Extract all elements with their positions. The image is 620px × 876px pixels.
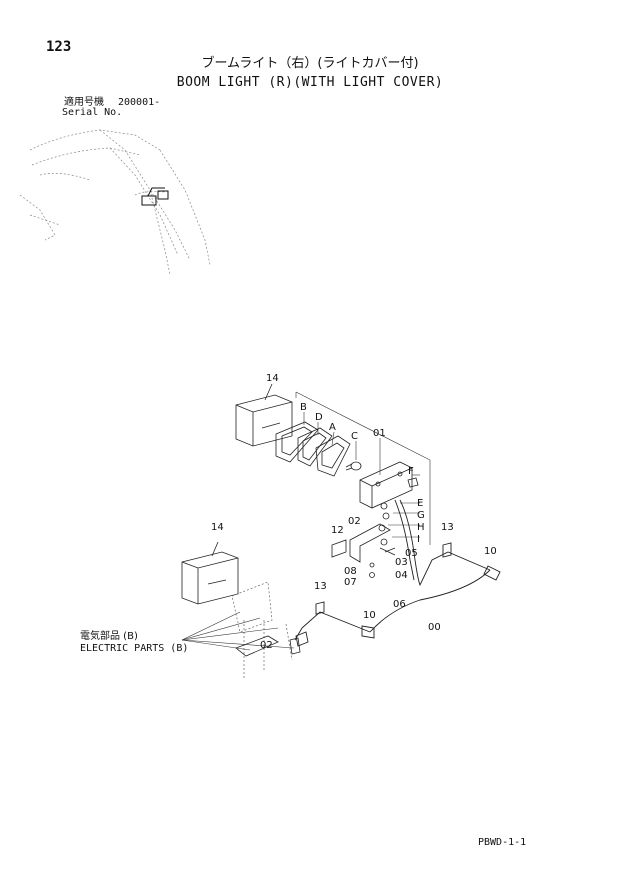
light-cover-top bbox=[235, 383, 293, 447]
callout-07: 07 bbox=[344, 577, 357, 588]
callout-d: D bbox=[315, 412, 323, 423]
callout-05: 05 bbox=[405, 548, 418, 559]
callout-a: A bbox=[329, 422, 336, 433]
callout-02-bottom: 02 bbox=[260, 640, 273, 651]
callout-e: E bbox=[417, 498, 423, 509]
serial-value: 200001- bbox=[118, 97, 161, 108]
callout-13-left: 13 bbox=[314, 581, 327, 592]
serial-label-english: Serial No. bbox=[62, 107, 123, 118]
callout-00: 00 bbox=[428, 622, 441, 633]
callout-03: 03 bbox=[395, 557, 408, 568]
callout-04: 04 bbox=[395, 570, 408, 581]
electric-parts-label-english: ELECTRIC PARTS (B) bbox=[80, 643, 189, 654]
overview-light-highlight bbox=[141, 187, 169, 206]
lens-d bbox=[297, 427, 333, 467]
lower-mount-sketch bbox=[231, 581, 293, 680]
light-housing bbox=[359, 461, 419, 509]
serial-label-japanese: 適用号機 bbox=[64, 97, 104, 108]
callout-h: H bbox=[417, 522, 425, 533]
callout-c: C bbox=[351, 431, 358, 442]
machine-overview-sketch bbox=[19, 129, 211, 276]
wire-harness bbox=[294, 499, 501, 647]
callout-06: 06 bbox=[393, 599, 406, 610]
reflector-a bbox=[315, 435, 351, 477]
bracket-assembly bbox=[331, 502, 396, 578]
callout-labels: 14 B D A C 01 F E G H I 12 02 13 10 03 0… bbox=[211, 373, 497, 651]
footer-code: PBWD-1-1 bbox=[478, 837, 527, 848]
callout-12: 12 bbox=[331, 525, 344, 536]
callout-b: B bbox=[300, 402, 307, 413]
title-japanese: ブームライト（右）(ライトカバー付) bbox=[201, 56, 419, 71]
leader-lines bbox=[295, 391, 431, 545]
callout-14-bottom: 14 bbox=[211, 522, 224, 533]
bulb-c bbox=[345, 461, 362, 471]
light-cover-bottom bbox=[181, 541, 239, 605]
callout-i: I bbox=[417, 534, 420, 545]
callout-10-left: 10 bbox=[363, 610, 376, 621]
lower-bracket-02 bbox=[235, 635, 301, 657]
callout-08: 08 bbox=[344, 566, 357, 577]
callout-f: F bbox=[408, 466, 414, 477]
electric-parts-leaders bbox=[181, 611, 295, 651]
title-english: BOOM LIGHT (R)(WITH LIGHT COVER) bbox=[176, 75, 444, 90]
electric-parts-label-japanese: 電気部品 (B) bbox=[80, 631, 138, 642]
callout-g: G bbox=[417, 510, 425, 521]
callout-01: 01 bbox=[373, 428, 386, 439]
gasket-b bbox=[275, 421, 319, 463]
callout-10-right: 10 bbox=[484, 546, 497, 557]
callout-14-top: 14 bbox=[266, 373, 279, 384]
page-number: 123 bbox=[46, 39, 72, 55]
callout-02: 02 bbox=[348, 516, 361, 527]
callout-13-right: 13 bbox=[441, 522, 454, 533]
